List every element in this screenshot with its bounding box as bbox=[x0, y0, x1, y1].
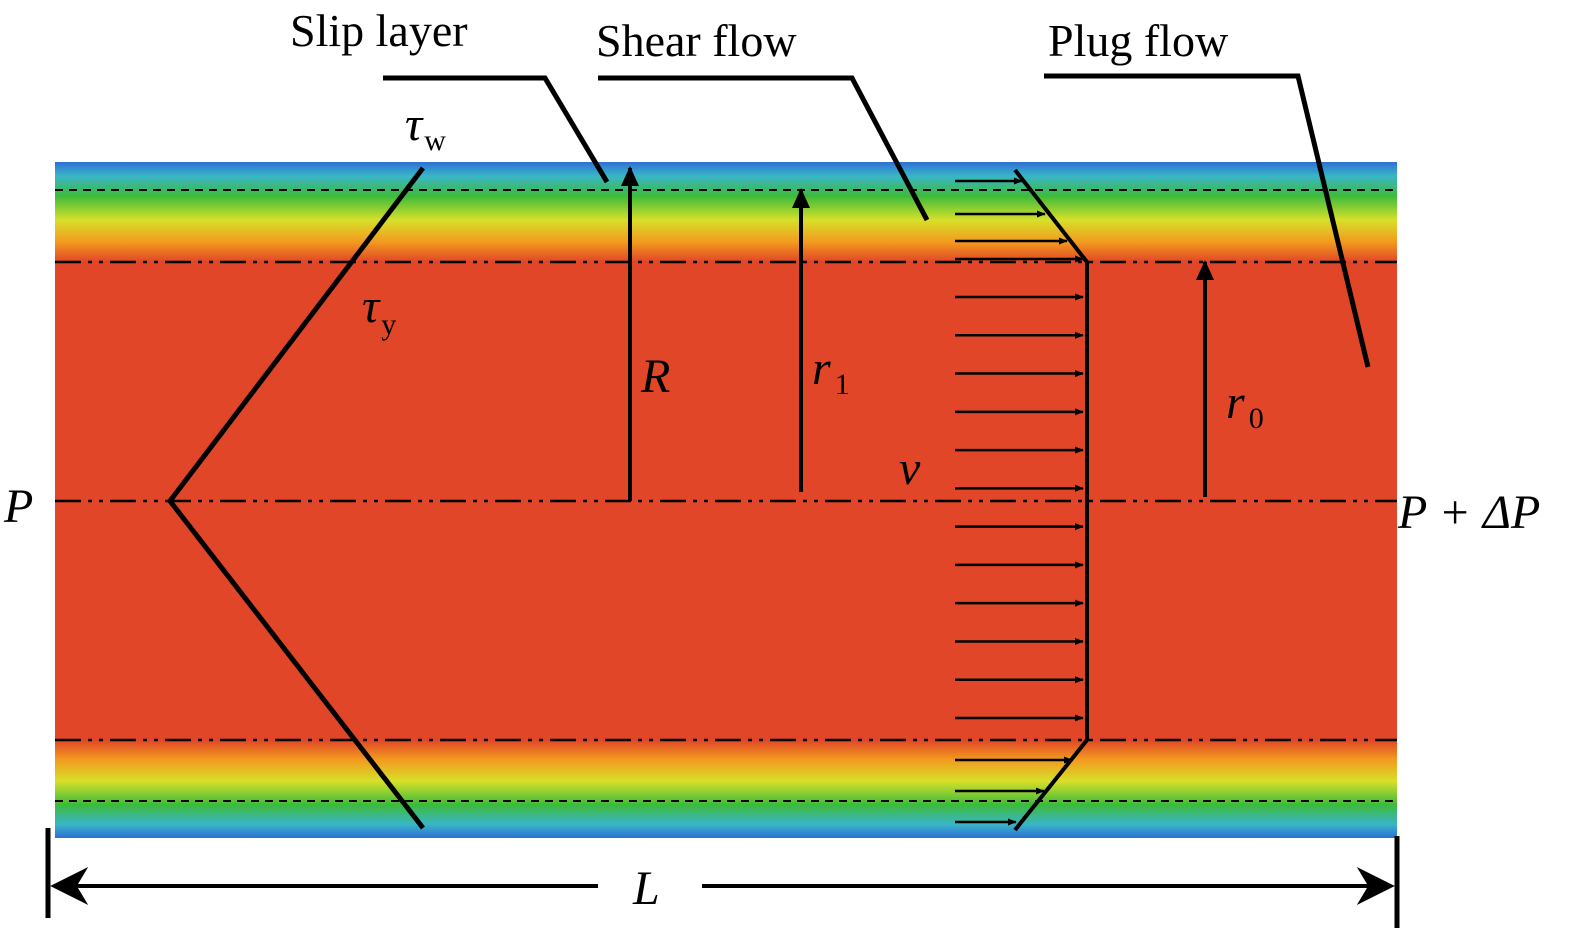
slip-layer-leader bbox=[383, 75, 610, 184]
length-label: L bbox=[632, 862, 660, 915]
outlet-pressure-label: P + ΔP bbox=[1397, 486, 1540, 539]
plug-flow-label: Plug flow bbox=[1048, 15, 1229, 66]
shear-flow-leader bbox=[598, 75, 930, 222]
boundary-lines bbox=[55, 189, 1397, 802]
tau-y-label: τy bbox=[362, 280, 396, 341]
shear-flow-label: Shear flow bbox=[596, 15, 797, 66]
upper-shear-layer bbox=[55, 162, 1397, 262]
velocity-label: v bbox=[899, 442, 921, 495]
R-label: R bbox=[640, 350, 670, 403]
tau-w-label: τw bbox=[405, 98, 446, 157]
inlet-pressure-label: P bbox=[3, 480, 33, 533]
shear-stress-profile bbox=[166, 166, 425, 830]
plug-flow-leader bbox=[1044, 73, 1371, 368]
velocity-profile-outline bbox=[1013, 168, 1089, 832]
lower-shear-layer bbox=[55, 740, 1397, 838]
slip-layer-label: Slip layer bbox=[290, 5, 468, 56]
velocity-profile bbox=[955, 168, 1089, 832]
